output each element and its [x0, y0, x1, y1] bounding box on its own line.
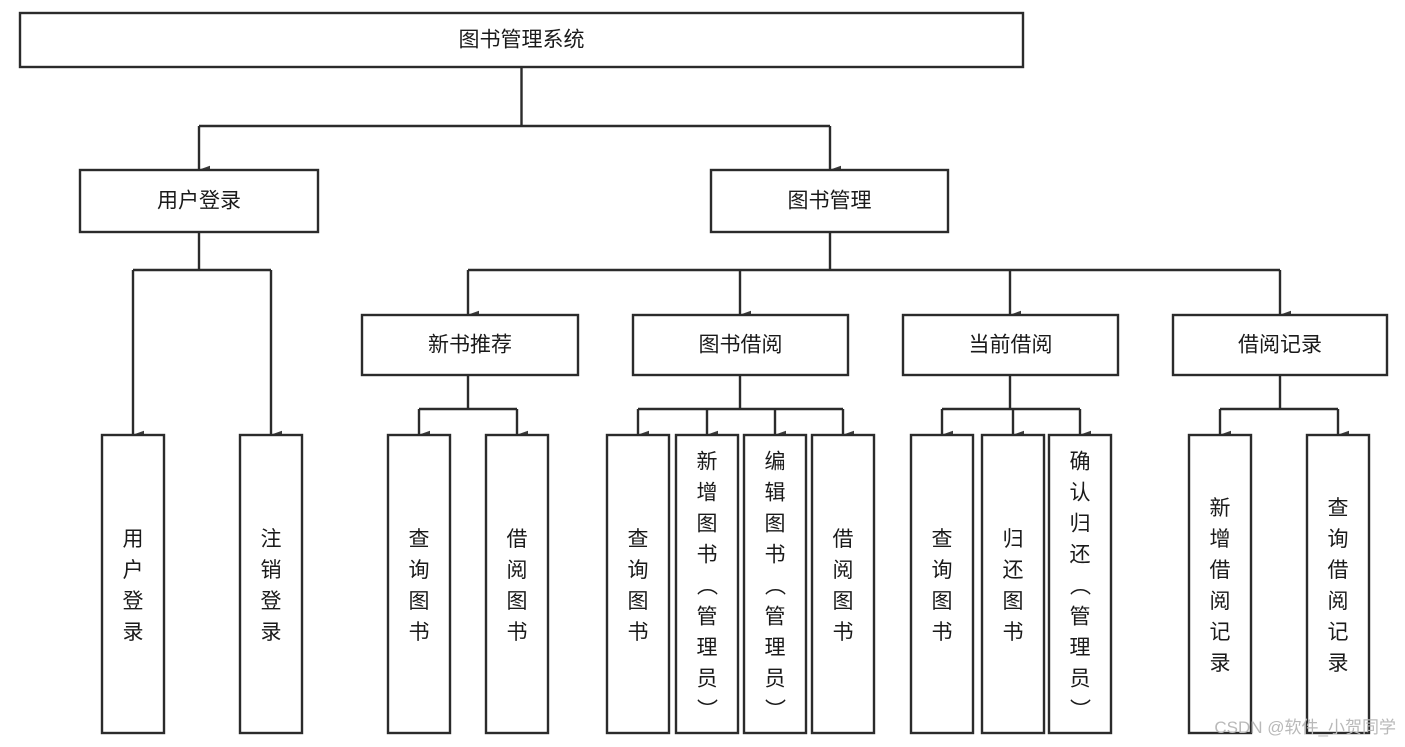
level3-node-2[interactable]: 当前借阅	[901, 313, 1120, 377]
leaf-node-7-box[interactable]	[810, 433, 876, 735]
leaf-node-6[interactable]: 编辑图书（管理员）	[742, 433, 808, 735]
level2-node-1-box[interactable]	[709, 168, 950, 234]
root-node-0-box[interactable]	[18, 11, 1025, 69]
leaf-node-1-box[interactable]	[238, 433, 304, 735]
level2-node-0-box[interactable]	[78, 168, 320, 234]
leaf-node-2-label: 查询图书	[409, 528, 430, 644]
leaf-node-7[interactable]: 借阅图书	[810, 433, 876, 735]
leaf-node-6-box[interactable]	[742, 433, 808, 735]
leaf-node-3-label: 借阅图书	[507, 528, 528, 644]
level3-node-2-box[interactable]	[901, 313, 1120, 377]
leaf-node-11-box[interactable]	[1187, 433, 1253, 735]
leaf-node-0-box[interactable]	[100, 433, 166, 735]
level3-node-3[interactable]: 借阅记录	[1171, 313, 1389, 377]
leaf-node-9-label: 归还图书	[1003, 528, 1024, 644]
level3-node-1-box[interactable]	[631, 313, 850, 377]
leaf-node-5-label: 新增图书（管理员）	[697, 451, 719, 722]
level3-node-3-box[interactable]	[1171, 313, 1389, 377]
level2-node-1-label: 图书管理	[788, 190, 872, 213]
level3-node-3-label: 借阅记录	[1238, 334, 1322, 357]
leaf-node-10-box[interactable]	[1047, 433, 1113, 735]
level3-node-0[interactable]: 新书推荐	[360, 313, 580, 377]
root-node-0-label: 图书管理系统	[459, 29, 585, 52]
leaf-node-3[interactable]: 借阅图书	[484, 433, 550, 735]
leaf-node-4[interactable]: 查询图书	[605, 433, 671, 735]
level2-node-1[interactable]: 图书管理	[709, 168, 950, 234]
connector-layer	[131, 67, 1349, 440]
watermark-label: CSDN @软件_小贺同学	[1214, 718, 1396, 737]
leaf-node-2[interactable]: 查询图书	[386, 433, 452, 735]
leaf-node-8-label: 查询图书	[932, 528, 953, 644]
level2-node-0[interactable]: 用户登录	[78, 168, 320, 234]
leaf-node-10-label: 确认归还（管理员）	[1070, 451, 1092, 722]
leaf-node-4-box[interactable]	[605, 433, 671, 735]
level3-node-0-box[interactable]	[360, 313, 580, 377]
leaf-node-11[interactable]: 新增借阅记录	[1187, 433, 1253, 735]
level3-node-1[interactable]: 图书借阅	[631, 313, 850, 377]
root-node-0[interactable]: 图书管理系统	[18, 11, 1025, 69]
leaf-node-7-label: 借阅图书	[833, 528, 854, 644]
leaf-node-5[interactable]: 新增图书（管理员）	[674, 433, 740, 735]
leaf-node-12[interactable]: 查询借阅记录	[1305, 433, 1371, 735]
leaf-node-6-label: 编辑图书（管理员）	[765, 451, 787, 722]
level3-node-0-label: 新书推荐	[428, 334, 512, 357]
leaf-node-1[interactable]: 注销登录	[238, 433, 304, 735]
level3-node-2-label: 当前借阅	[969, 334, 1053, 357]
leaf-node-1-label: 注销登录	[261, 528, 282, 644]
nodes-layer: 图书管理系统用户登录图书管理新书推荐图书借阅当前借阅借阅记录用户登录注销登录查询…	[18, 11, 1389, 735]
leaf-node-9[interactable]: 归还图书	[980, 433, 1046, 735]
level2-node-0-label: 用户登录	[157, 190, 241, 213]
leaf-node-12-box[interactable]	[1305, 433, 1371, 735]
leaf-node-8-box[interactable]	[909, 433, 975, 735]
leaf-node-2-box[interactable]	[386, 433, 452, 735]
level3-node-1-label: 图书借阅	[699, 334, 783, 357]
leaf-node-12-label: 查询借阅记录	[1328, 497, 1349, 675]
leaf-node-9-box[interactable]	[980, 433, 1046, 735]
leaf-node-11-label: 新增借阅记录	[1210, 497, 1231, 675]
leaf-node-10[interactable]: 确认归还（管理员）	[1047, 433, 1113, 735]
leaf-node-0-label: 用户登录	[123, 528, 144, 644]
leaf-node-4-label: 查询图书	[628, 528, 649, 644]
leaf-node-3-box[interactable]	[484, 433, 550, 735]
leaf-node-5-box[interactable]	[674, 433, 740, 735]
leaf-node-0[interactable]: 用户登录	[100, 433, 166, 735]
leaf-node-8[interactable]: 查询图书	[909, 433, 975, 735]
